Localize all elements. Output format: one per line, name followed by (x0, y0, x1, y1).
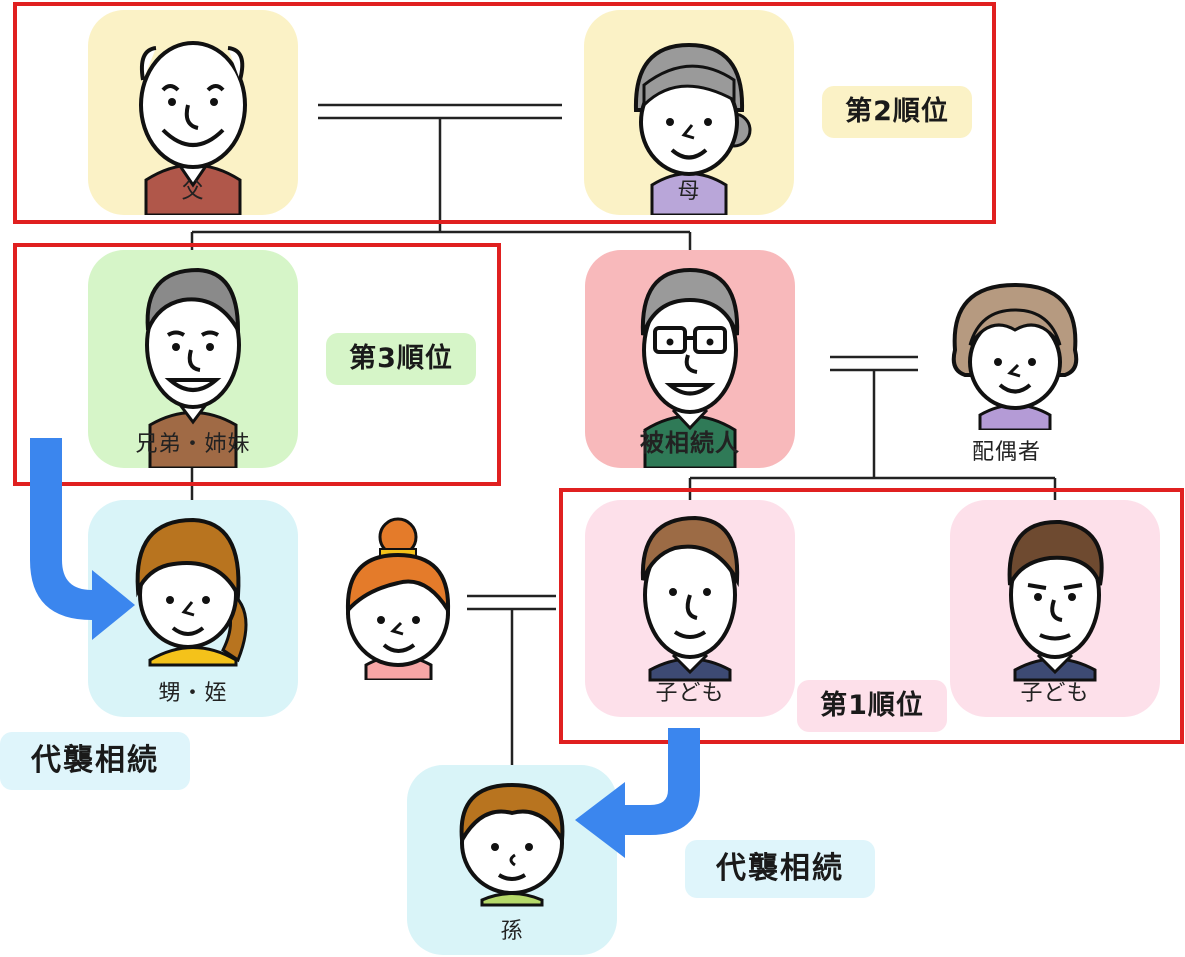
child-boy-icon (459, 782, 565, 907)
grandfather-icon (139, 41, 247, 215)
father-card: 父 (88, 10, 298, 215)
arrow-to-grandchild-icon (575, 728, 700, 858)
representation-badge-bottom: 代襲相続 (685, 840, 875, 898)
deceased-card: 被相続人 (585, 250, 795, 468)
arrow-to-nephew-icon (30, 438, 135, 640)
grandmother-icon (633, 42, 752, 215)
first-rank-frame (559, 488, 1184, 744)
nephew-niece-card: 甥・姪 (88, 500, 298, 717)
second-rank-badge: 第2順位 (822, 86, 972, 138)
young-man-icon (1007, 519, 1104, 682)
child1-label: 子ども (655, 681, 725, 706)
young-man-icon (640, 515, 740, 682)
elderly-man-glasses-icon (640, 267, 740, 468)
siblings-card: 兄弟・姉妹 (88, 250, 298, 468)
nephew-niece-label: 甥・姪 (158, 681, 228, 706)
representation-badge-left: 代襲相続 (0, 732, 190, 790)
father-label: 父 (181, 179, 205, 204)
elderly-woman-icon (951, 282, 1079, 430)
third-rank-frame (13, 243, 501, 486)
child2-label: 子ども (1020, 681, 1090, 706)
grandchild-label: 孫 (500, 919, 524, 944)
young-woman-bun-icon (345, 517, 451, 680)
siblings-label: 兄弟・姉妹 (135, 432, 251, 457)
spouse-label: 配偶者 (972, 440, 1042, 465)
second-rank-frame (13, 2, 996, 224)
deceased-label: 被相続人 (640, 429, 740, 457)
mother-label: 母 (677, 179, 701, 204)
third-rank-badge: 第3順位 (326, 333, 476, 385)
child1-card: 子ども (585, 500, 795, 717)
child2-card: 子ども (950, 500, 1160, 717)
first-rank-badge: 第1順位 (797, 680, 947, 732)
middle-aged-man-icon (145, 267, 241, 468)
grandchild-card: 孫 (407, 765, 617, 955)
young-woman-icon (135, 517, 248, 667)
mother-card: 母 (584, 10, 794, 215)
